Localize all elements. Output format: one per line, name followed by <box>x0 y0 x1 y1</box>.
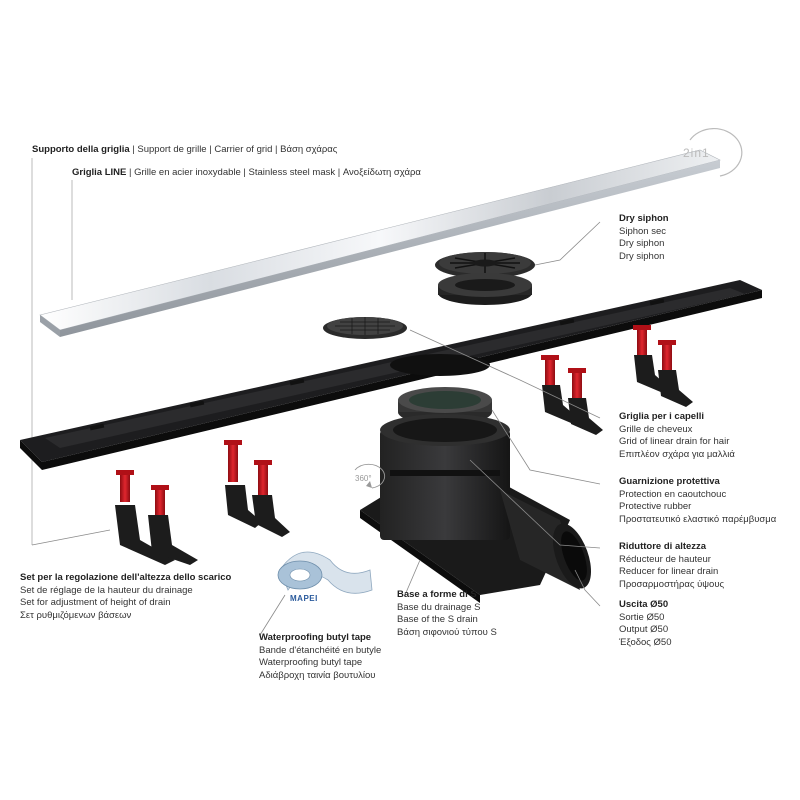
header-grid-line: Griglia LINE | Grille en acier inoxydabl… <box>72 167 421 178</box>
header-carrier-line: Supporto della griglia | Support de gril… <box>32 144 338 155</box>
stainless-steel-grid <box>39 149 721 337</box>
callout-line: Προστατευτικό ελαστικό παρέμβυσμα <box>619 513 777 525</box>
height-foot-center-1 <box>224 440 262 528</box>
header-carrier-rest: Support de grille | Carrier of grid | Βά… <box>137 144 338 155</box>
height-foot-left-2 <box>148 485 198 565</box>
rotation-360-icon <box>354 463 386 489</box>
leader-base-s <box>404 559 421 596</box>
height-foot-center-2 <box>252 460 290 537</box>
leader-outlet <box>574 569 601 607</box>
callout-leaders <box>31 221 601 636</box>
header-grid-main: Griglia LINE <box>72 167 127 178</box>
s-shaped-drain-base <box>360 414 592 603</box>
callout-line: Set de réglage de la hauteur du drainage <box>20 584 193 596</box>
callout-line: Output Ø50 <box>619 624 669 636</box>
dry-siphon-body <box>438 273 532 305</box>
callout-line: Dry siphon <box>619 250 665 262</box>
callout-line: Προσαρμοστήρας ύψους <box>619 578 725 590</box>
mapei-logo: MAPEI <box>290 594 318 603</box>
callout-line: Επιπλέον σχάρα για μαλλιά <box>619 448 735 460</box>
callout-line: Σετ ρυθμιζόμενων βάσεων <box>20 609 132 621</box>
callout-line: Grid of linear drain for hair <box>619 436 730 448</box>
callout-base-s: Base a forme di S Base du drainage S Bas… <box>397 589 497 639</box>
callout-reducer: Riduttore di altezza Réducteur de hauteu… <box>619 541 724 591</box>
callout-line: Siphon sec <box>619 225 667 237</box>
header-carrier-main: Supporto della griglia <box>32 144 130 155</box>
callout-line: Protection en caoutchouc <box>619 488 727 500</box>
callout-line: Sortie Ø50 <box>619 611 665 623</box>
callout-dry-siphon: Dry siphon Siphon sec Dry siphon Dry sip… <box>619 213 669 263</box>
callout-line: Grille de cheveux <box>619 423 693 435</box>
height-foot-far-right-2 <box>658 340 693 407</box>
callout-hair-grid: Griglia per i capelli Grille de cheveux … <box>619 411 735 461</box>
callout-outlet: Uscita Ø50 Sortie Ø50 Output Ø50 Έξοδος … <box>619 599 671 649</box>
grid-carrier-channel <box>20 280 762 470</box>
leader-dry-siphon <box>534 221 601 266</box>
callout-line: Reducer for linear drain <box>619 566 719 578</box>
callout-line: Dry siphon <box>619 238 665 250</box>
outlet-pipe <box>500 490 592 590</box>
2in1-badge: 2in1 <box>683 146 710 160</box>
callout-line: Griglia per i capelli <box>619 411 705 422</box>
callout-line: Set for adjustment of height of drain <box>20 597 171 609</box>
2in1-badge-ring <box>689 128 743 177</box>
callout-line: Base of the S drain <box>397 614 478 626</box>
hair-grid-disc <box>323 317 407 339</box>
callout-line: Uscita Ø50 <box>619 599 669 610</box>
height-adjustment-feet <box>115 325 693 565</box>
callout-line: Set per la regolazione dell'altezza dell… <box>20 572 232 583</box>
callout-line: Βάση σιφονιού τύπου S <box>397 626 497 638</box>
callout-line: Waterproofing butyl tape <box>259 632 372 643</box>
dry-siphon-cover <box>435 252 535 278</box>
leader-height-set <box>31 529 111 546</box>
callout-line: Bande d'étanchéité en butyle <box>259 644 382 656</box>
header-grid-rest: Grille en acier inoxydable | Stainless s… <box>134 167 421 178</box>
callout-line: Protective rubber <box>619 501 692 513</box>
callout-line: Réducteur de hauteur <box>619 553 711 565</box>
callout-line: Guarnizione protettiva <box>619 476 720 487</box>
callout-line: Έξοδος Ø50 <box>619 636 672 648</box>
callout-line: Base a forme di S <box>397 589 477 600</box>
rotation-360-label: 360° <box>355 474 372 483</box>
callout-line: Dry siphon <box>619 213 669 224</box>
callout-rubber: Guarnizione protettiva Protection en cao… <box>619 476 776 526</box>
height-foot-right-2 <box>568 368 603 435</box>
callout-height-set: Set per la regolazione dell'altezza dell… <box>20 572 231 622</box>
callout-line: Riduttore di altezza <box>619 541 707 552</box>
callout-tape: Waterproofing butyl tape Bande d'étanché… <box>259 632 381 682</box>
height-foot-left-1 <box>115 470 175 565</box>
leader-tape <box>259 594 286 636</box>
leader-reducer <box>469 459 601 549</box>
callout-line: Waterproofing butyl tape <box>259 657 363 669</box>
callout-line: Base du drainage S <box>397 601 481 613</box>
callout-line: Αδιάβροχη ταινία βουτυλίου <box>259 669 376 681</box>
leader-rubber <box>491 409 601 485</box>
leader-hair-grid <box>409 329 601 419</box>
butyl-tape-roll <box>277 551 373 594</box>
